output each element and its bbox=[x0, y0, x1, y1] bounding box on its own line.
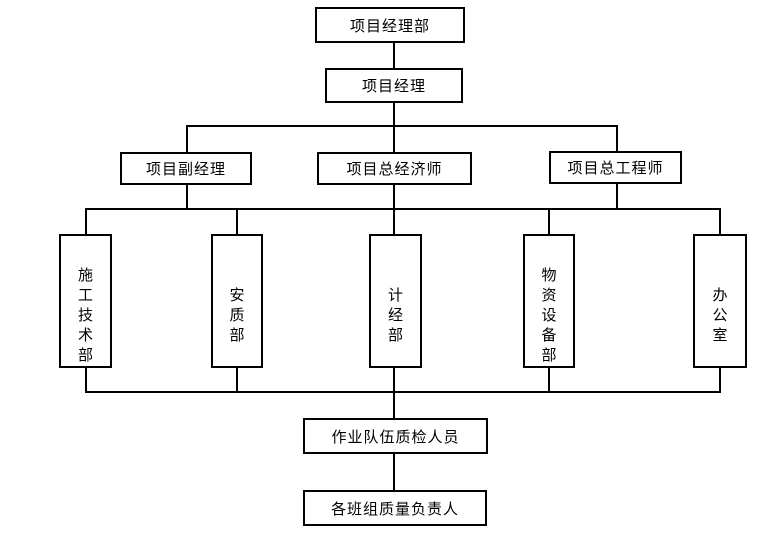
edge-level3-bus bbox=[186, 125, 618, 127]
edge-bus-to-deputy bbox=[186, 125, 188, 152]
node-planning-economy-dept: 计经部 bbox=[369, 234, 422, 368]
node-label: 项目经理部 bbox=[349, 17, 430, 35]
node-label: 项目总工程师 bbox=[567, 160, 664, 177]
edge-to-construction-tech bbox=[85, 208, 87, 234]
node-label: 物资设备部 bbox=[541, 267, 557, 364]
node-label: 项目总经济师 bbox=[346, 161, 443, 178]
node-label: 施工技术部 bbox=[78, 267, 94, 364]
edge-manager-stem bbox=[393, 103, 395, 152]
node-chief-engineer: 项目总工程师 bbox=[549, 151, 682, 184]
edge-dept-bus-bottom bbox=[85, 391, 721, 393]
edge-bus-to-chief-engineer bbox=[616, 125, 618, 151]
node-label: 项目经理 bbox=[361, 78, 426, 95]
node-label: 安质部 bbox=[229, 287, 245, 344]
edge-to-inspectors bbox=[393, 393, 395, 418]
node-construction-technology-dept: 施工技术部 bbox=[59, 234, 112, 368]
node-project-manager: 项目经理 bbox=[325, 68, 463, 103]
node-materials-equipment-dept: 物资设备部 bbox=[523, 234, 575, 368]
node-project-manager-dept: 项目经理部 bbox=[315, 7, 465, 43]
edge-deputy-stem bbox=[186, 185, 188, 209]
edge-from-construction-tech bbox=[85, 368, 87, 393]
node-office: 办公室 bbox=[693, 234, 747, 368]
edge-to-office bbox=[719, 208, 721, 234]
node-label: 计经部 bbox=[388, 287, 404, 344]
node-team-quality-inspectors: 作业队伍质检人员 bbox=[303, 418, 488, 454]
edge-from-safety-quality bbox=[236, 368, 238, 393]
edge-from-office bbox=[719, 368, 721, 393]
node-group-quality-leaders: 各班组质量负责人 bbox=[303, 490, 487, 526]
node-label: 项目副经理 bbox=[145, 161, 226, 178]
edge-dept-to-manager bbox=[393, 43, 395, 68]
edge-to-group-leaders bbox=[393, 454, 395, 490]
edge-from-planning-economy bbox=[393, 368, 395, 393]
node-safety-quality-dept: 安质部 bbox=[211, 234, 263, 368]
node-deputy-project-manager: 项目副经理 bbox=[120, 152, 252, 185]
edge-to-safety-quality bbox=[236, 208, 238, 234]
edge-engineer-stem bbox=[616, 184, 618, 209]
edge-to-planning-economy bbox=[393, 208, 395, 234]
node-label: 各班组质量负责人 bbox=[330, 500, 459, 518]
edge-to-materials-equipment bbox=[548, 208, 550, 234]
node-chief-economist: 项目总经济师 bbox=[317, 152, 472, 185]
edge-dept-bus-top bbox=[85, 208, 721, 210]
edge-from-materials-equipment bbox=[548, 368, 550, 393]
node-label: 作业队伍质检人员 bbox=[331, 428, 460, 446]
edge-economist-stem bbox=[393, 185, 395, 209]
node-label: 办公室 bbox=[712, 287, 728, 344]
